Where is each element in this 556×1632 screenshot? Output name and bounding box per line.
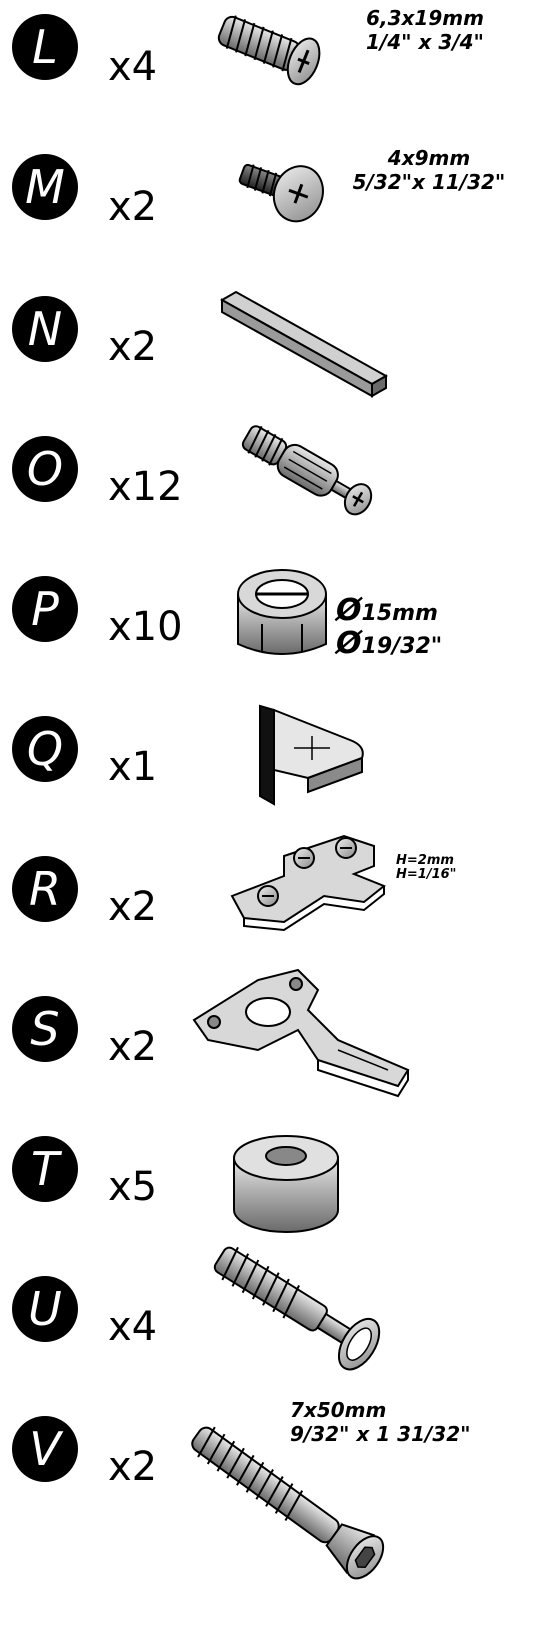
part-row-P: P x10 Ø15mm Ø19/32" <box>0 560 556 700</box>
cam-bolt-icon <box>241 425 373 516</box>
part-row-S: S x2 <box>0 968 556 1120</box>
dimension-imperial: 9/32" x 1 31/32" <box>290 1422 471 1446</box>
pan-head-screw-icon <box>238 163 324 223</box>
part-letter-badge: V <box>12 1416 78 1482</box>
dimension-imperial: H=1/16" <box>396 867 457 882</box>
part-dimensions: 6,3x19mm 1/4" x 3/4" <box>340 6 510 54</box>
part-row-O: O x12 <box>0 420 556 560</box>
wedge-clip-icon <box>259 704 364 806</box>
dimension-metric: Ø15mm <box>336 593 438 628</box>
part-quantity: x12 <box>108 464 183 510</box>
part-dimensions: 4x9mm 5/32"x 11/32" <box>334 146 524 194</box>
euro-screw-icon <box>217 15 321 86</box>
part-letter-badge: Q <box>12 716 78 782</box>
part-letter-badge: P <box>12 576 78 642</box>
cam-lock-icon <box>237 569 327 655</box>
part-letter-badge: R <box>12 856 78 922</box>
part-quantity: x5 <box>108 1164 158 1210</box>
dimension-metric: 4x9mm <box>387 146 471 170</box>
part-row-T: T x5 <box>0 1120 556 1260</box>
diameter-symbol: Ø <box>336 593 362 628</box>
part-quantity: x1 <box>108 744 158 790</box>
spacer-ring-icon <box>233 1135 339 1233</box>
dimension-imperial: Ø19/32" <box>336 626 443 661</box>
dimension-metric: 7x50mm <box>290 1398 387 1422</box>
part-quantity: x4 <box>108 44 158 90</box>
dimension-imperial: 1/4" x 3/4" <box>366 30 484 54</box>
part-row-L: L x4 6,3x19mm 1/4" x 3/4" <box>0 0 556 140</box>
part-quantity: x2 <box>108 184 158 230</box>
part-row-N: N x2 <box>0 280 556 420</box>
part-quantity: x2 <box>108 324 158 370</box>
part-quantity: x2 <box>108 884 158 930</box>
square-bar-icon <box>219 290 389 398</box>
part-row-Q: Q x1 <box>0 700 556 840</box>
part-row-M: M x2 4x9mm 5/32"x 11/32" <box>0 140 556 280</box>
cabinet-hinge-icon <box>192 968 410 1098</box>
diameter-symbol: Ø <box>336 626 362 661</box>
part-quantity: x4 <box>108 1304 158 1350</box>
part-letter-badge: M <box>12 154 78 220</box>
part-row-R: R x2 H=2mm H=1/16" <box>0 834 556 980</box>
part-dimensions: H=2mm H=1/16" <box>396 854 496 882</box>
part-quantity: x10 <box>108 604 183 650</box>
part-letter-badge: U <box>12 1276 78 1342</box>
part-letter-badge: T <box>12 1136 78 1202</box>
part-dimensions: 7x50mm 9/32" x 1 31/32" <box>290 1398 526 1446</box>
part-quantity: x2 <box>108 1024 158 1070</box>
dimension-metric: H=2mm <box>396 853 454 868</box>
part-row-V: V x2 7x50mm 9/32" x 1 31/32" <box>0 1398 556 1580</box>
part-dimensions: Ø15mm Ø19/32" <box>336 596 476 662</box>
part-quantity: x2 <box>108 1444 158 1490</box>
dimension-metric: 6,3x19mm <box>366 6 484 30</box>
part-letter-badge: S <box>12 996 78 1062</box>
hinge-plate-icon <box>230 834 386 932</box>
part-row-U: U x4 <box>0 1246 556 1400</box>
wall-plug-icon <box>213 1246 381 1371</box>
dimension-imperial: 5/32"x 11/32" <box>352 170 506 194</box>
part-letter-badge: O <box>12 436 78 502</box>
part-letter-badge: L <box>12 14 78 80</box>
long-screw-icon <box>191 1426 385 1580</box>
part-letter-badge: N <box>12 296 78 362</box>
